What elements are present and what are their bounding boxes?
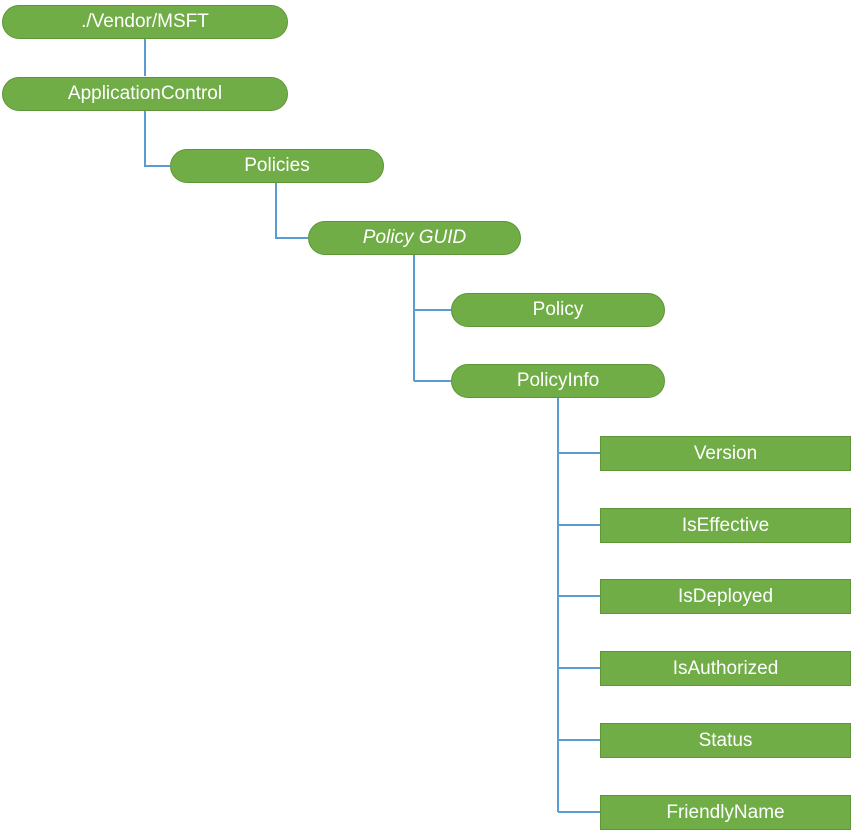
- connector-policies-to-policyguid: [275, 183, 308, 239]
- node-status-label: Status: [698, 729, 753, 751]
- node-policy-guid: Policy GUID: [308, 221, 521, 255]
- node-policies: Policies: [170, 149, 384, 183]
- node-policyinfo-label: PolicyInfo: [516, 370, 600, 391]
- node-iseffective: IsEffective: [600, 508, 851, 543]
- node-applicationcontrol: ApplicationControl: [2, 77, 288, 111]
- connector-applicationcontrol-to-policies: [144, 111, 170, 167]
- node-policy-label: Policy: [532, 299, 584, 320]
- node-applicationcontrol-label: ApplicationControl: [67, 83, 223, 104]
- node-policies-label: Policies: [244, 155, 310, 176]
- node-isauthorized: IsAuthorized: [600, 651, 851, 686]
- node-version-label: Version: [693, 442, 758, 464]
- node-isauthorized-label: IsAuthorized: [672, 657, 779, 679]
- node-version: Version: [600, 436, 851, 471]
- node-policyinfo: PolicyInfo: [451, 364, 665, 398]
- node-isdeployed: IsDeployed: [600, 579, 851, 614]
- node-policy: Policy: [451, 293, 665, 327]
- node-isdeployed-label: IsDeployed: [677, 585, 774, 607]
- node-friendlyname: FriendlyName: [600, 795, 851, 830]
- node-policy-guid-label: Policy GUID: [362, 227, 467, 248]
- node-root: ./Vendor/MSFT: [2, 5, 288, 39]
- node-friendlyname-label: FriendlyName: [666, 801, 785, 823]
- node-root-label: ./Vendor/MSFT: [81, 11, 209, 32]
- node-iseffective-label: IsEffective: [681, 514, 770, 536]
- node-status: Status: [600, 723, 851, 758]
